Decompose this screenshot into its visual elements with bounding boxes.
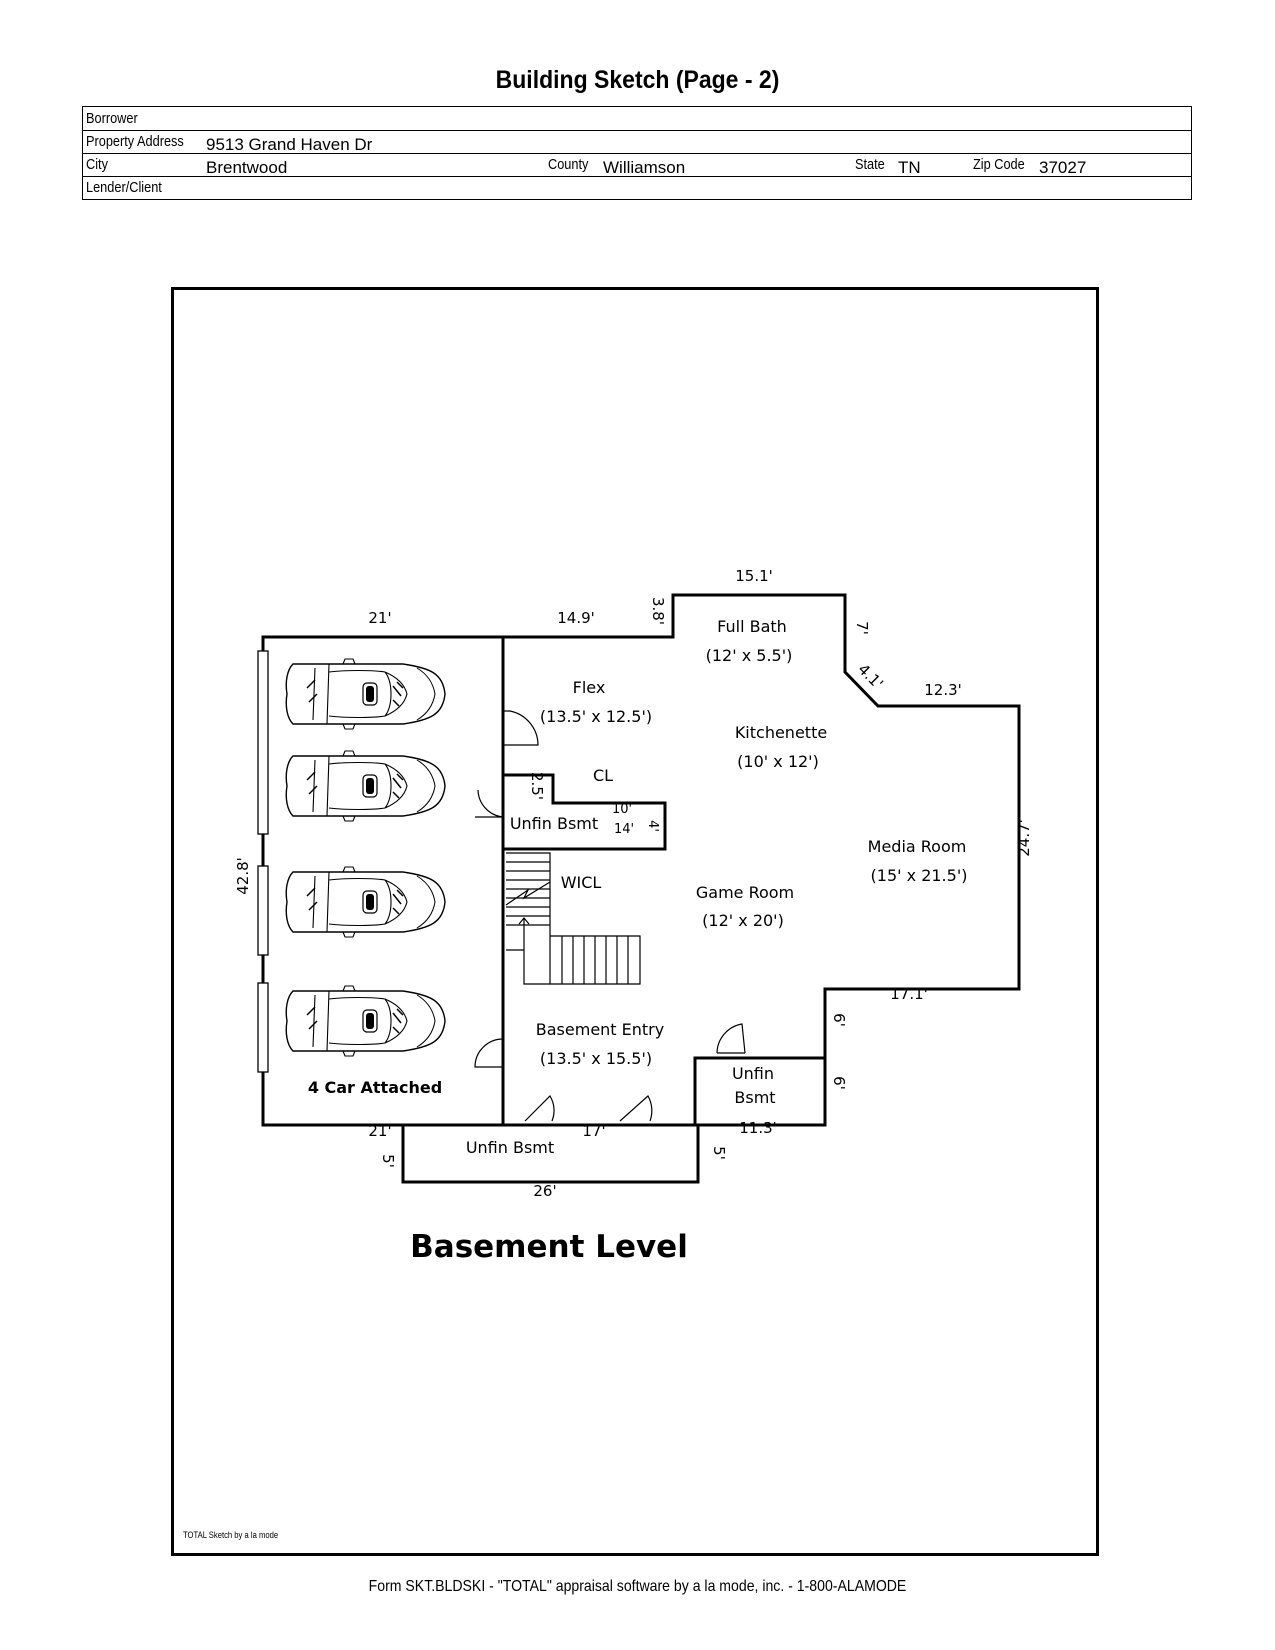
address-row: Property Address 9513 Grand Haven Dr	[83, 130, 1191, 154]
cl-label: CL	[593, 766, 613, 785]
dim-14-9: 14.9'	[557, 609, 595, 627]
dim-10: 10'	[612, 802, 632, 817]
state-label: State	[855, 156, 885, 173]
property-info-table: Borrower Property Address 9513 Grand Hav…	[82, 106, 1192, 200]
car-icon	[285, 985, 446, 1057]
form-footer: Form SKT.BLDSKI - "TOTAL" appraisal soft…	[368, 1578, 907, 1595]
unfin-2-line1: Unfin	[732, 1064, 774, 1083]
flex-dim: (13.5' x 12.5')	[540, 707, 652, 726]
dim-21-bottom: 21'	[368, 1122, 391, 1140]
dim-21-top: 21'	[368, 609, 391, 627]
garage-label: 4 Car Attached	[308, 1078, 442, 1097]
dim-2-5: 2.5'	[528, 772, 546, 800]
level-title: Basement Level	[410, 1229, 688, 1265]
media-room-label: Media Room	[868, 837, 967, 856]
garage-doors	[257, 650, 269, 1073]
media-room-dim: (15' x 21.5')	[871, 866, 968, 885]
dim-5-right: 5'	[710, 1146, 728, 1160]
borrower-label: Borrower	[86, 110, 138, 127]
basement-entry-dim: (13.5' x 15.5')	[540, 1049, 652, 1068]
unfin-bsmt-strip	[401, 1123, 700, 1184]
dim-42-8: 42.8'	[234, 857, 252, 895]
wicl-label: WICL	[561, 873, 602, 892]
county-value: Williamson	[603, 158, 686, 177]
dim-15-1: 15.1'	[735, 567, 773, 585]
lender-label: Lender/Client	[86, 179, 162, 196]
city-value: Brentwood	[206, 158, 288, 177]
city-row: City Brentwood County Williamson State T…	[83, 153, 1191, 177]
dim-26: 26'	[533, 1182, 556, 1200]
city-label: City	[86, 156, 108, 173]
borrower-row: Borrower	[83, 107, 1191, 131]
dim-7: 7'	[853, 621, 871, 635]
game-room-label: Game Room	[696, 883, 794, 902]
sketch-frame	[171, 287, 1099, 1556]
full-bath-label: Full Bath	[717, 617, 787, 636]
dim-6-a: 6'	[830, 1013, 848, 1027]
basement-outline	[501, 593, 1021, 1127]
game-room-dim: (12' x 20')	[702, 911, 784, 930]
kitchenette-label: Kitchenette	[735, 723, 827, 742]
car-icon	[285, 750, 446, 822]
sketch-credit: TOTAL Sketch by a la mode	[183, 1530, 279, 1540]
zip-value: 37027	[1039, 158, 1087, 177]
dim-4: 4'	[645, 820, 660, 832]
dim-17-1: 17.1'	[890, 985, 928, 1003]
basement-entry-label: Basement Entry	[536, 1020, 664, 1039]
unfin-2-line2: Bsmt	[734, 1088, 775, 1107]
dim-11-3: 11.3'	[739, 1119, 777, 1137]
door-swings	[474, 710, 746, 1122]
full-bath-dim: (12' x 5.5')	[706, 646, 793, 665]
unfin-bsmt-3-label: Unfin Bsmt	[466, 1138, 554, 1157]
unfin-bsmt-closet	[503, 773, 667, 851]
dim-24-7: 24.7'	[1015, 819, 1033, 857]
kitchenette-dim: (10' x 12')	[737, 752, 819, 771]
address-label: Property Address	[86, 133, 184, 150]
room-labels: Flex (13.5' x 12.5') Full Bath (12' x 5.…	[308, 617, 968, 1157]
lender-row: Lender/Client	[83, 176, 1191, 199]
car-icon	[285, 658, 446, 730]
county-label: County	[548, 156, 589, 173]
dim-12-3: 12.3'	[924, 681, 962, 699]
dim-5-left: 5'	[379, 1154, 397, 1168]
unfin-bsmt-box	[693, 1056, 827, 1127]
flex-label: Flex	[573, 678, 606, 697]
unfin-bsmt-1-label: Unfin Bsmt	[510, 814, 598, 833]
page-title: Building Sketch (Page - 2)	[495, 66, 780, 94]
dim-3-8: 3.8'	[649, 597, 667, 625]
dim-17: 17'	[582, 1122, 605, 1140]
stairs	[505, 852, 641, 985]
address-value: 9513 Grand Haven Dr	[206, 135, 373, 154]
dim-6-b: 6'	[830, 1076, 848, 1090]
zip-label: Zip Code	[973, 156, 1025, 173]
car-icon	[285, 866, 446, 938]
state-value: TN	[898, 158, 921, 177]
dim-14: 14'	[614, 822, 634, 837]
dimension-labels: 21' 14.9' 15.1' 12.3' 17.1' 11.3' 26' 21…	[234, 567, 1033, 1200]
